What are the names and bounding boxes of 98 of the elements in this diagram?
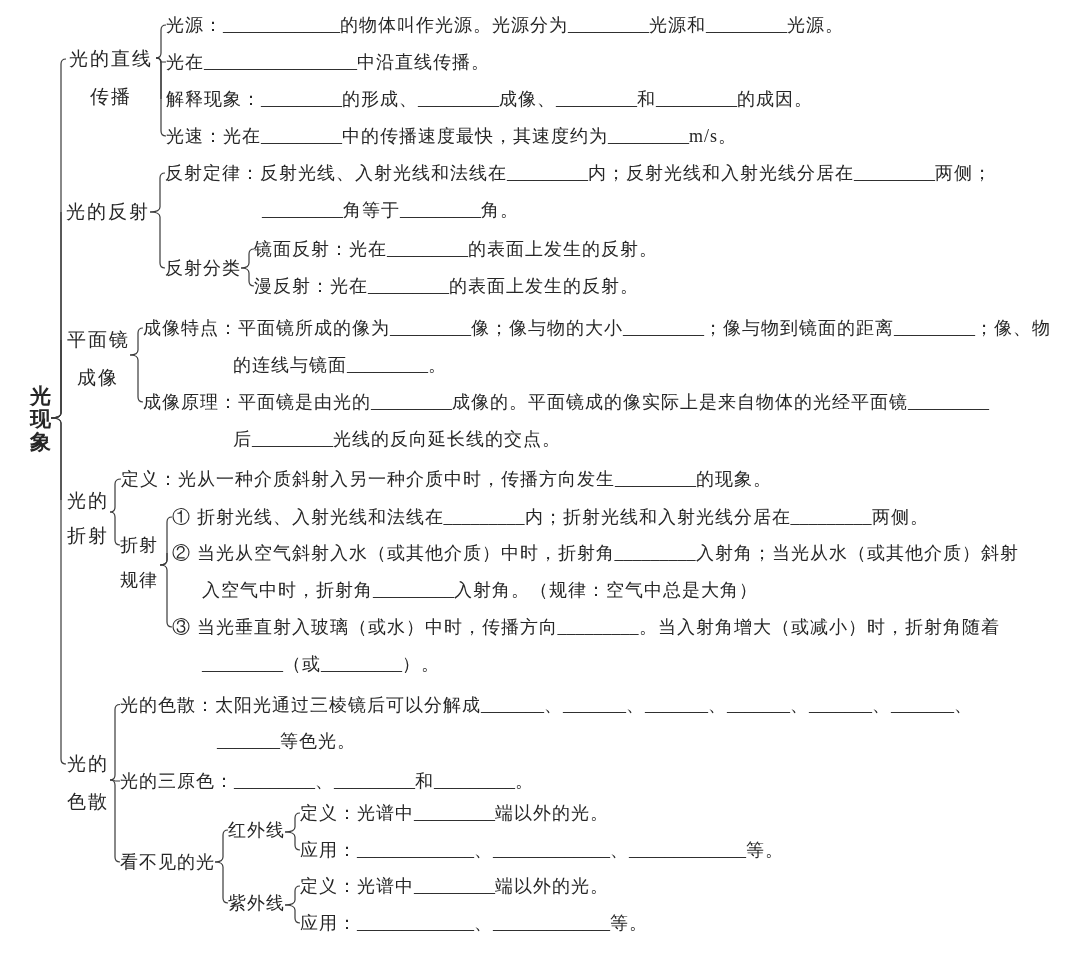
fill-in-line: _________ bbox=[434, 770, 515, 791]
fill-in-statement: 漫反射：光在_________的表面上发生的反射。 bbox=[254, 267, 639, 305]
brace-line bbox=[129, 327, 144, 356]
brace-line bbox=[109, 511, 121, 546]
fill-in-line: _________ bbox=[556, 88, 637, 109]
brace-line bbox=[284, 812, 301, 833]
fill-in-line: _________ bbox=[507, 162, 588, 183]
fill-in-statement: 光在_________________中沿直线传播。 bbox=[166, 43, 490, 81]
brace-line bbox=[214, 861, 229, 904]
fill-in-line: _________ bbox=[443, 506, 525, 527]
fill-in-statement: 光的色散：太阳光通过三棱镜后可以分解成_______、_______、_______、_______、_______、_______、_______等色光。 bbox=[120, 686, 1020, 759]
brace-line bbox=[149, 211, 166, 269]
fill-in-line: _________ bbox=[334, 770, 415, 791]
fill-in-line: _________ bbox=[261, 125, 342, 146]
fill-in-line: _________ bbox=[656, 88, 737, 109]
fill-in-line: _________ bbox=[390, 317, 471, 338]
brace-line bbox=[240, 248, 255, 269]
fill-in-line: _________ bbox=[706, 14, 787, 35]
fill-in-line: _________ bbox=[387, 238, 468, 259]
brace-line bbox=[109, 478, 122, 513]
brace-line bbox=[284, 904, 301, 924]
subtopic-label: 看不见的光 bbox=[120, 843, 215, 881]
fill-in-line: _______ bbox=[809, 694, 872, 715]
fill-in-statement: 定义：光从一种介质斜射入另一种介质中时，传播方向发生_________的现象。 bbox=[121, 460, 772, 498]
fill-in-line: _________ bbox=[623, 317, 704, 338]
fill-in-line: _____________ bbox=[493, 839, 610, 860]
subtopic-label: 紫外线 bbox=[228, 884, 285, 922]
fill-in-line: _________ bbox=[908, 391, 989, 412]
fill-in-line: _____________ bbox=[493, 912, 610, 933]
fill-in-line: _________ bbox=[234, 770, 315, 791]
fill-in-line: _______ bbox=[727, 694, 790, 715]
fill-in-line: _________ bbox=[347, 354, 428, 375]
fill-in-line: _________ bbox=[414, 875, 495, 896]
fill-in-line: _________ bbox=[414, 802, 495, 823]
brace-line bbox=[159, 564, 173, 628]
fill-in-statement: 成像原理：平面镜是由光的_________成像的。平面镜成的像实际上是来自物体的光经平面镜_________后_________光线的反向延长线的交点。 bbox=[143, 383, 998, 458]
topic-label: 光的直线传播 bbox=[66, 40, 156, 116]
fill-in-line: _________ bbox=[854, 162, 935, 183]
brace-line bbox=[155, 57, 167, 137]
fill-in-statement: 光速：光在_________中的传播速度最快，其速度约为_________m/s。 bbox=[166, 117, 737, 155]
fill-in-statement: 反射定律：反射光线、入射光线和法线在_________内；反射光线和入射光线分居在_________两侧；_________角等于_________角。 bbox=[165, 154, 1055, 229]
fill-in-line: _________ bbox=[202, 653, 283, 674]
brace-line bbox=[284, 831, 301, 851]
topic-label: 光的色散 bbox=[66, 745, 110, 821]
fill-in-line: _________ bbox=[262, 199, 343, 220]
fill-in-line: _________ bbox=[790, 506, 872, 527]
subtopic-label: 红外线 bbox=[228, 811, 285, 849]
fill-in-statement: 应用：_____________、_____________、_____________等。 bbox=[300, 831, 784, 869]
fill-in-line: _______ bbox=[563, 694, 626, 715]
fill-in-line: _________ bbox=[373, 579, 454, 600]
topic-label: 光的折射 bbox=[66, 482, 110, 553]
fill-in-statement: ① 折射光线、入射光线和法线在_________内；折射光线和入射光线分居在_________两侧。 bbox=[172, 498, 929, 536]
brace-line bbox=[50, 417, 67, 765]
brace-line bbox=[109, 779, 121, 782]
fill-in-line: _________ bbox=[608, 125, 689, 146]
subtopic-label: 折射规律 bbox=[120, 527, 160, 598]
fill-in-statement: 镜面反射：光在_________的表面上发生的反射。 bbox=[254, 230, 658, 268]
fill-in-line: _______ bbox=[481, 694, 544, 715]
fill-in-statement: ② 当光从空气斜射入水（或其他介质）中时，折射角_________入射角；当光从水（或其他介质）斜射入空气中时，折射角_________入射角。（规律：空气中总是大角） bbox=[172, 534, 1032, 609]
fill-in-statement: 应用：_____________、_____________等。 bbox=[300, 904, 648, 942]
fill-in-line: _________ bbox=[557, 616, 639, 637]
fill-in-line: _________ bbox=[368, 275, 449, 296]
root-topic: 光现象 bbox=[30, 385, 51, 455]
fill-in-line: _________ bbox=[321, 653, 402, 674]
fill-in-statement: 光源：_____________的物体叫作光源。光源分为_________光源和_________光源。 bbox=[166, 6, 844, 44]
fill-in-line: _________ bbox=[614, 542, 696, 563]
fill-in-statement: ③ 当光垂直射入玻璃（或水）中时，传播方向_________。当入射角增大（或减小）时，折射角随着_________（或_________）。 bbox=[172, 608, 1032, 683]
fill-in-line: _______ bbox=[891, 694, 954, 715]
brace-line bbox=[129, 354, 144, 403]
fill-in-statement: 解释现象：_________的形成、_________成像、_________和_________的成因。 bbox=[166, 80, 813, 118]
brace-line bbox=[50, 339, 62, 419]
brace-line bbox=[159, 552, 168, 566]
brace-line bbox=[284, 885, 301, 906]
fill-in-line: _______ bbox=[217, 730, 280, 751]
fill-in-line: _________ bbox=[371, 391, 452, 412]
fill-in-line: _________ bbox=[615, 468, 696, 489]
topic-label: 光的反射 bbox=[66, 192, 150, 232]
fill-in-line: _________ bbox=[261, 88, 342, 109]
brace-line bbox=[155, 24, 167, 59]
fill-in-line: _________ bbox=[418, 88, 499, 109]
subtopic-label: 反射分类 bbox=[165, 249, 241, 287]
fill-in-statement: 定义：光谱中_________端以外的光。 bbox=[300, 867, 609, 905]
fill-in-line: _________ bbox=[252, 428, 333, 449]
fill-in-line: _________ bbox=[400, 199, 481, 220]
brace-line bbox=[214, 829, 229, 863]
fill-in-line: _____________ bbox=[357, 839, 474, 860]
fill-in-line: _____________ bbox=[357, 912, 474, 933]
fill-in-line: _________ bbox=[894, 317, 975, 338]
fill-in-line: _____________ bbox=[223, 14, 340, 35]
brace-line bbox=[109, 779, 121, 863]
brace-line bbox=[240, 267, 255, 287]
fill-in-line: _________ bbox=[568, 14, 649, 35]
topic-label: 平面镜成像 bbox=[66, 321, 130, 397]
fill-in-line: _____________ bbox=[629, 839, 746, 860]
fill-in-line: _________________ bbox=[204, 51, 357, 72]
fill-in-line: _______ bbox=[645, 694, 708, 715]
brace-line bbox=[149, 172, 166, 213]
fill-in-statement: 成像特点：平面镜所成的像为_________像；像与物的大小_________；像与物到镜面的距离_________；像、物的连线与镜面_________。 bbox=[143, 309, 1058, 384]
